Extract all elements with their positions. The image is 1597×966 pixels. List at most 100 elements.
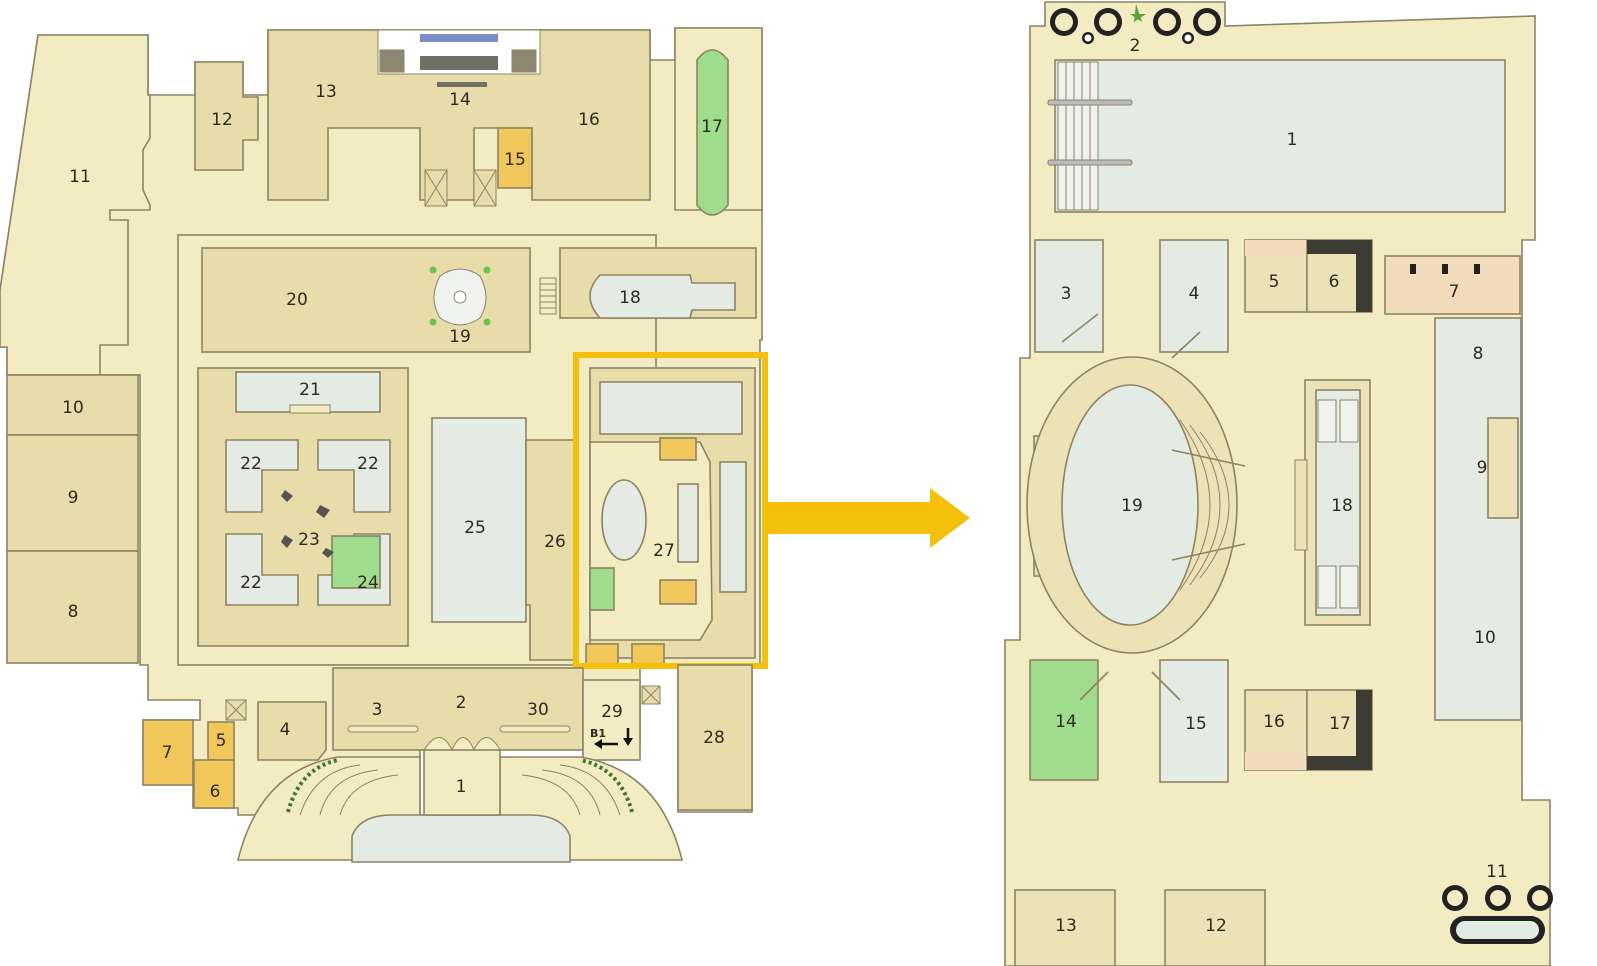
main-label-30: 30 — [527, 700, 549, 720]
main-label-7: 7 — [162, 743, 173, 763]
detail-room-14 — [1029, 659, 1099, 781]
display-case-left — [379, 49, 405, 73]
bar-table — [420, 56, 498, 70]
detail-plan — [1004, 1, 1553, 966]
detail-label-19: 19 — [1121, 496, 1143, 516]
room-1 — [423, 749, 501, 816]
main-label-22-sw: 22 — [240, 573, 262, 593]
room-22-nw — [225, 439, 299, 513]
elevator-icon — [424, 169, 497, 207]
detail-room-7 — [1384, 255, 1521, 315]
room-27-oval — [601, 479, 647, 561]
main-plan — [0, 27, 768, 863]
main-label-27: 27 — [653, 541, 675, 561]
elevator-icon — [225, 699, 247, 721]
basement-marker: B1 — [590, 727, 606, 740]
main-label-4: 4 — [280, 720, 291, 740]
detail-label-11: 11 — [1486, 862, 1508, 882]
detail-label-14: 14 — [1055, 712, 1077, 732]
main-label-3: 3 — [372, 700, 383, 720]
stair-steps-left — [299, 764, 399, 816]
room-27-bench — [677, 483, 699, 563]
main-label-16: 16 — [578, 110, 600, 130]
shower-icon — [1410, 264, 1480, 274]
room-27-lane — [719, 461, 747, 593]
stair-steps-right — [521, 764, 621, 816]
room-29 — [582, 679, 641, 761]
main-label-22-ne: 22 — [357, 454, 379, 474]
main-label-9: 9 — [68, 488, 79, 508]
main-label-20: 20 — [286, 290, 308, 310]
detail-room-13 — [1014, 889, 1116, 966]
detail-label-13: 13 — [1055, 916, 1077, 936]
room-6 — [193, 759, 235, 809]
main-label-21: 21 — [299, 380, 321, 400]
room-28 — [677, 664, 753, 811]
detail-label-1: 1 — [1287, 130, 1298, 150]
entrance-arches — [423, 737, 501, 752]
main-label-14: 14 — [449, 90, 471, 110]
main-labels: 1 2 3 4 5 6 7 8 9 10 11 12 13 14 15 16 1… — [62, 82, 725, 802]
main-label-15: 15 — [504, 150, 526, 170]
room-2-3-30 — [332, 667, 584, 751]
detail-room-8-10 — [1434, 317, 1522, 721]
detail-label-3: 3 — [1061, 284, 1072, 304]
detail-labels: 1 2 3 4 5 6 7 8 9 10 11 12 13 14 15 16 1… — [1055, 36, 1508, 936]
entrance-drive — [351, 814, 571, 863]
main-label-10: 10 — [62, 398, 84, 418]
detail-room-12 — [1164, 889, 1266, 966]
staircase-down-icon — [594, 728, 633, 749]
room-10 — [6, 374, 139, 436]
room-24 — [331, 535, 381, 589]
detail-label-12: 12 — [1205, 916, 1227, 936]
main-label-22-nw: 22 — [240, 454, 262, 474]
detail-label-15: 15 — [1185, 714, 1207, 734]
room-22-ne — [317, 439, 391, 513]
bar-shelf — [420, 34, 498, 42]
detail-label-10: 10 — [1474, 628, 1496, 648]
room-8 — [6, 550, 139, 664]
room-11 — [0, 34, 151, 376]
detail-label-5: 5 — [1269, 272, 1280, 292]
main-label-13: 13 — [315, 82, 337, 102]
detail-room-9-frame — [1487, 417, 1519, 519]
detail-room-19-pool — [1061, 384, 1199, 626]
main-label-17: 17 — [701, 117, 723, 137]
room-4 — [257, 701, 327, 761]
elevator-icon — [641, 685, 661, 705]
room-27-green — [589, 567, 615, 611]
detail-room-4 — [1159, 239, 1229, 353]
detail-label-17: 17 — [1329, 714, 1351, 734]
detail-label-7: 7 — [1449, 282, 1460, 302]
room-15 — [497, 127, 533, 189]
main-label-11: 11 — [69, 167, 91, 187]
detail-label-9: 9 — [1477, 458, 1488, 478]
detail-room-3 — [1034, 239, 1104, 353]
room-27-orange-top — [659, 437, 697, 461]
stair-rail-right — [579, 758, 634, 813]
room-5 — [207, 721, 235, 761]
room-27-orange-bl — [585, 643, 619, 665]
pool-ladder-2 — [1047, 159, 1133, 166]
lobby-bench-30 — [499, 725, 571, 733]
room-27-pool — [599, 381, 743, 435]
main-label-24: 24 — [357, 573, 379, 593]
room-22-sw — [225, 533, 299, 606]
main-label-29: 29 — [601, 702, 623, 722]
main-label-12: 12 — [211, 110, 233, 130]
main-label-19: 19 — [449, 327, 471, 347]
right-arrow-icon — [765, 488, 970, 548]
detail-room-16-wood — [1245, 752, 1307, 770]
room-25 — [431, 417, 527, 623]
detail-label-4: 4 — [1189, 284, 1200, 304]
plant-icon — [1130, 4, 1146, 22]
staircase-icon — [539, 277, 557, 315]
sculpture-icon — [281, 490, 334, 558]
main-label-5: 5 — [216, 731, 227, 751]
room-27-orange-bm — [631, 643, 665, 665]
pool-18 — [589, 274, 736, 319]
lobby-bench-3 — [347, 725, 419, 733]
main-label-18: 18 — [619, 288, 641, 308]
pool-ladder-1 — [1047, 99, 1133, 106]
